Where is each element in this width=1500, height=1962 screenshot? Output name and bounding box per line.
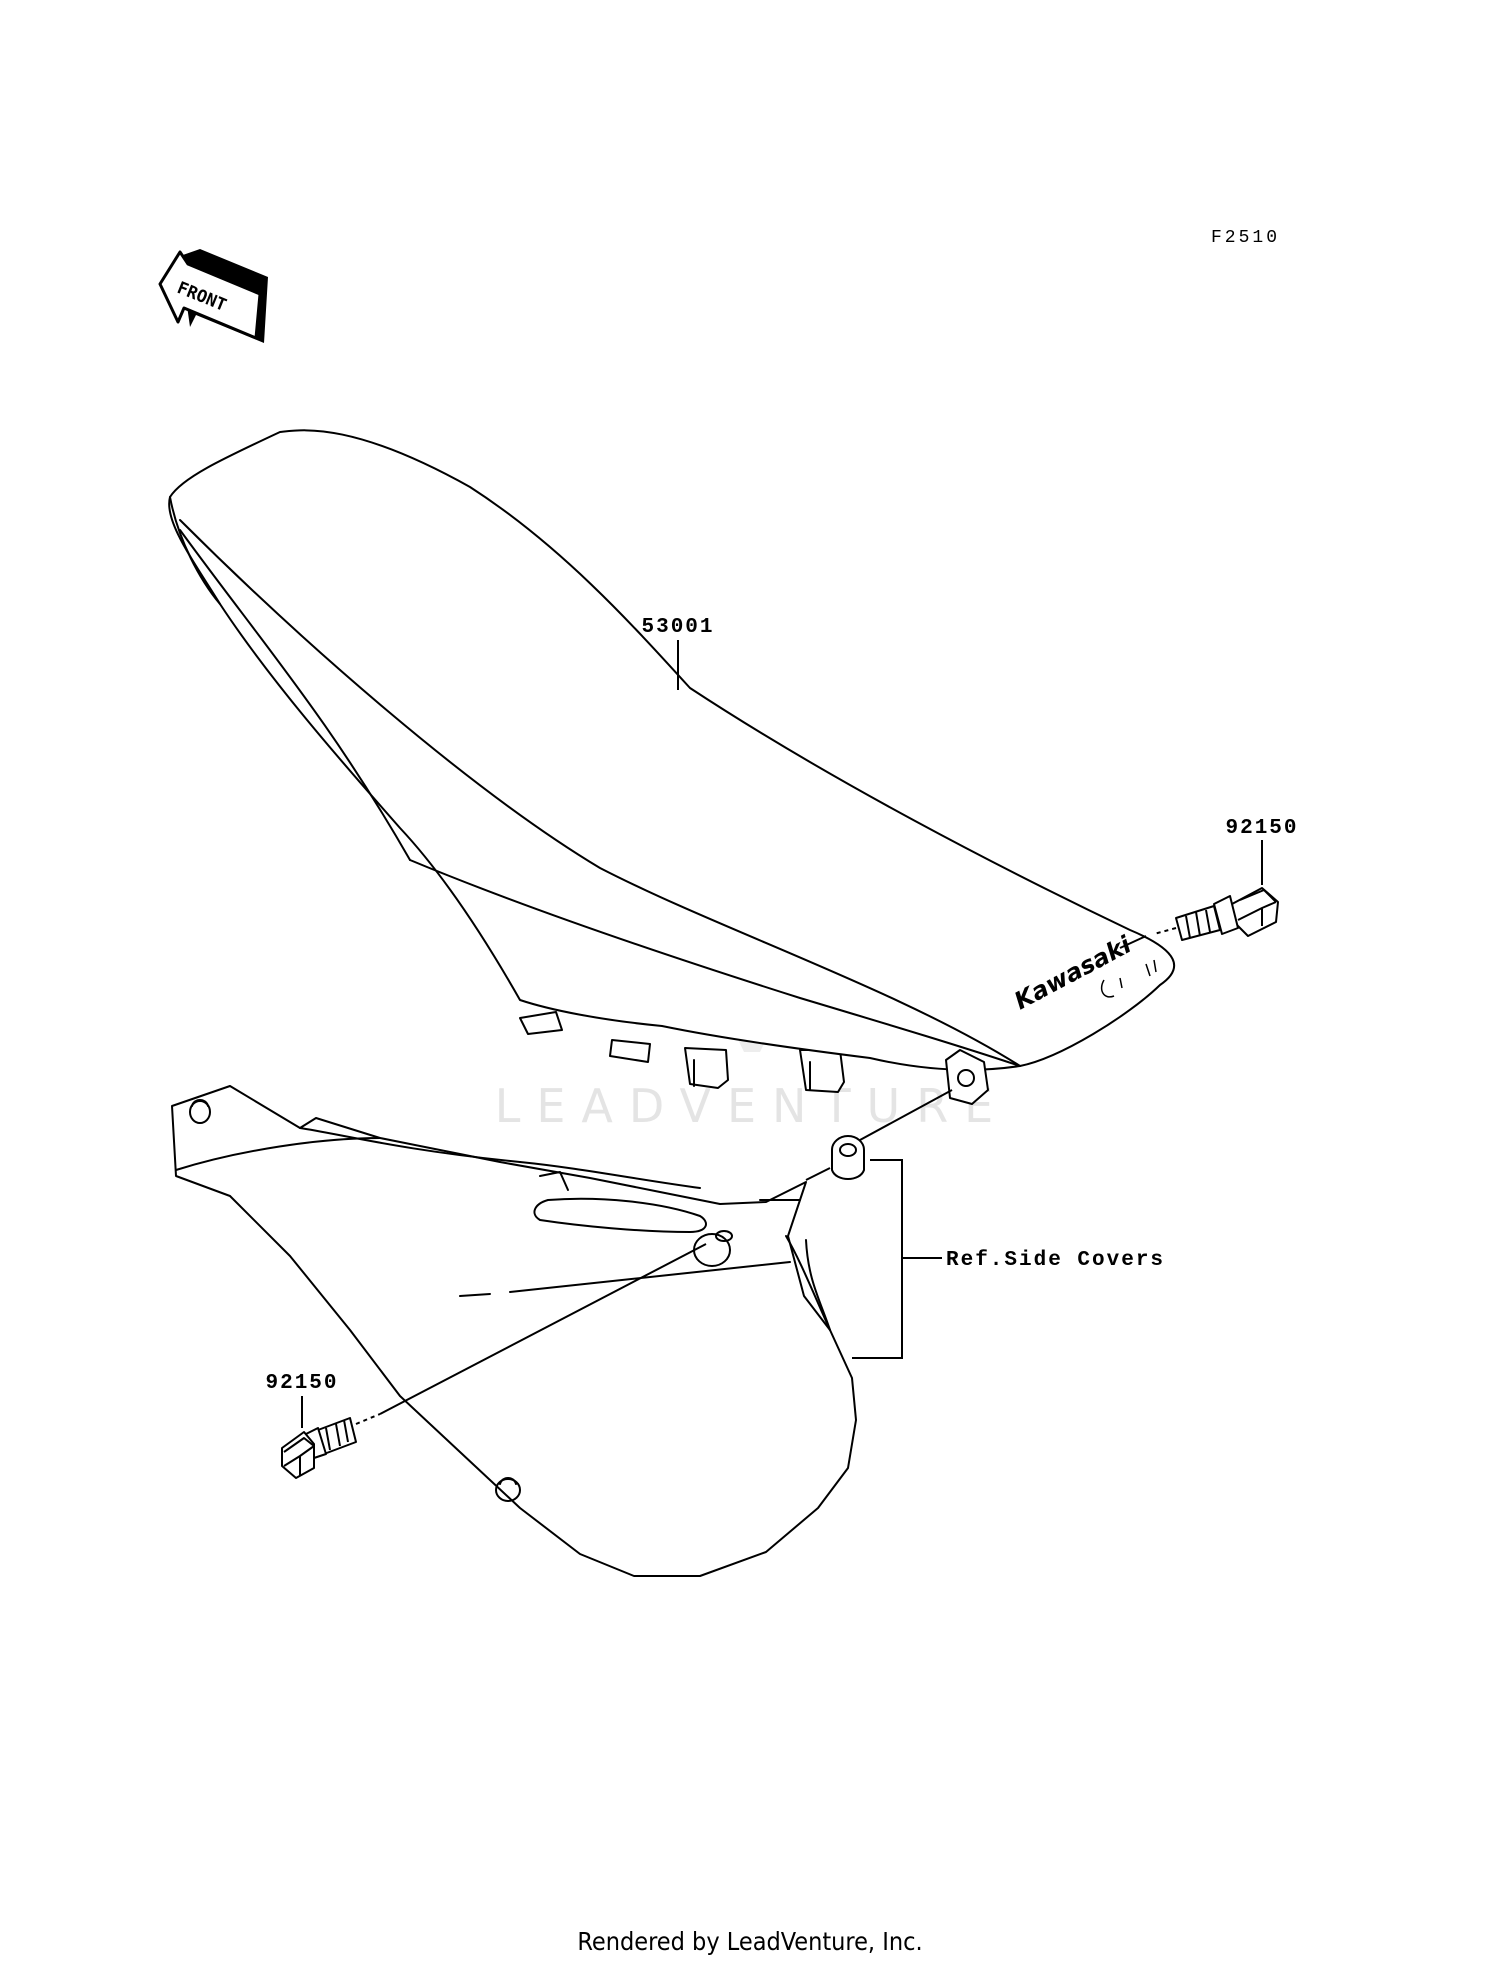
page-code: F2510 (1211, 228, 1280, 248)
watermark-text: LEADVENTURE (495, 1079, 1010, 1133)
grommet-icon (831, 1135, 865, 1180)
part-label-53001: 53001 (641, 616, 714, 639)
part-label-92150-upper: 92150 (1225, 817, 1298, 840)
footer-rendered-by: Rendered by LeadVenture, Inc. (577, 1927, 922, 1956)
part-label-92150-lower: 92150 (265, 1372, 338, 1395)
bolt-upper-icon (1175, 887, 1279, 941)
bolt-upper-dash (1153, 927, 1177, 935)
alignment-line-tab-to-grommet (859, 1089, 953, 1141)
seat-decal-mark-icon (1100, 959, 1157, 998)
bolt-upper-axis-line (1119, 935, 1147, 949)
front-arrow-icon: FRONT (158, 249, 268, 343)
alignment-line-grommet-to-cover (805, 1167, 831, 1181)
side-cover-drawing (171, 1085, 857, 1577)
reference-bracket (852, 1159, 942, 1359)
seat-drawing (168, 429, 1176, 1105)
bolt-lower-axis-line (379, 1243, 707, 1415)
reference-label-side-covers: Ref.Side Covers (946, 1249, 1165, 1272)
bolt-lower-icon (281, 1417, 357, 1479)
bolt-lower-dash (355, 1413, 381, 1425)
